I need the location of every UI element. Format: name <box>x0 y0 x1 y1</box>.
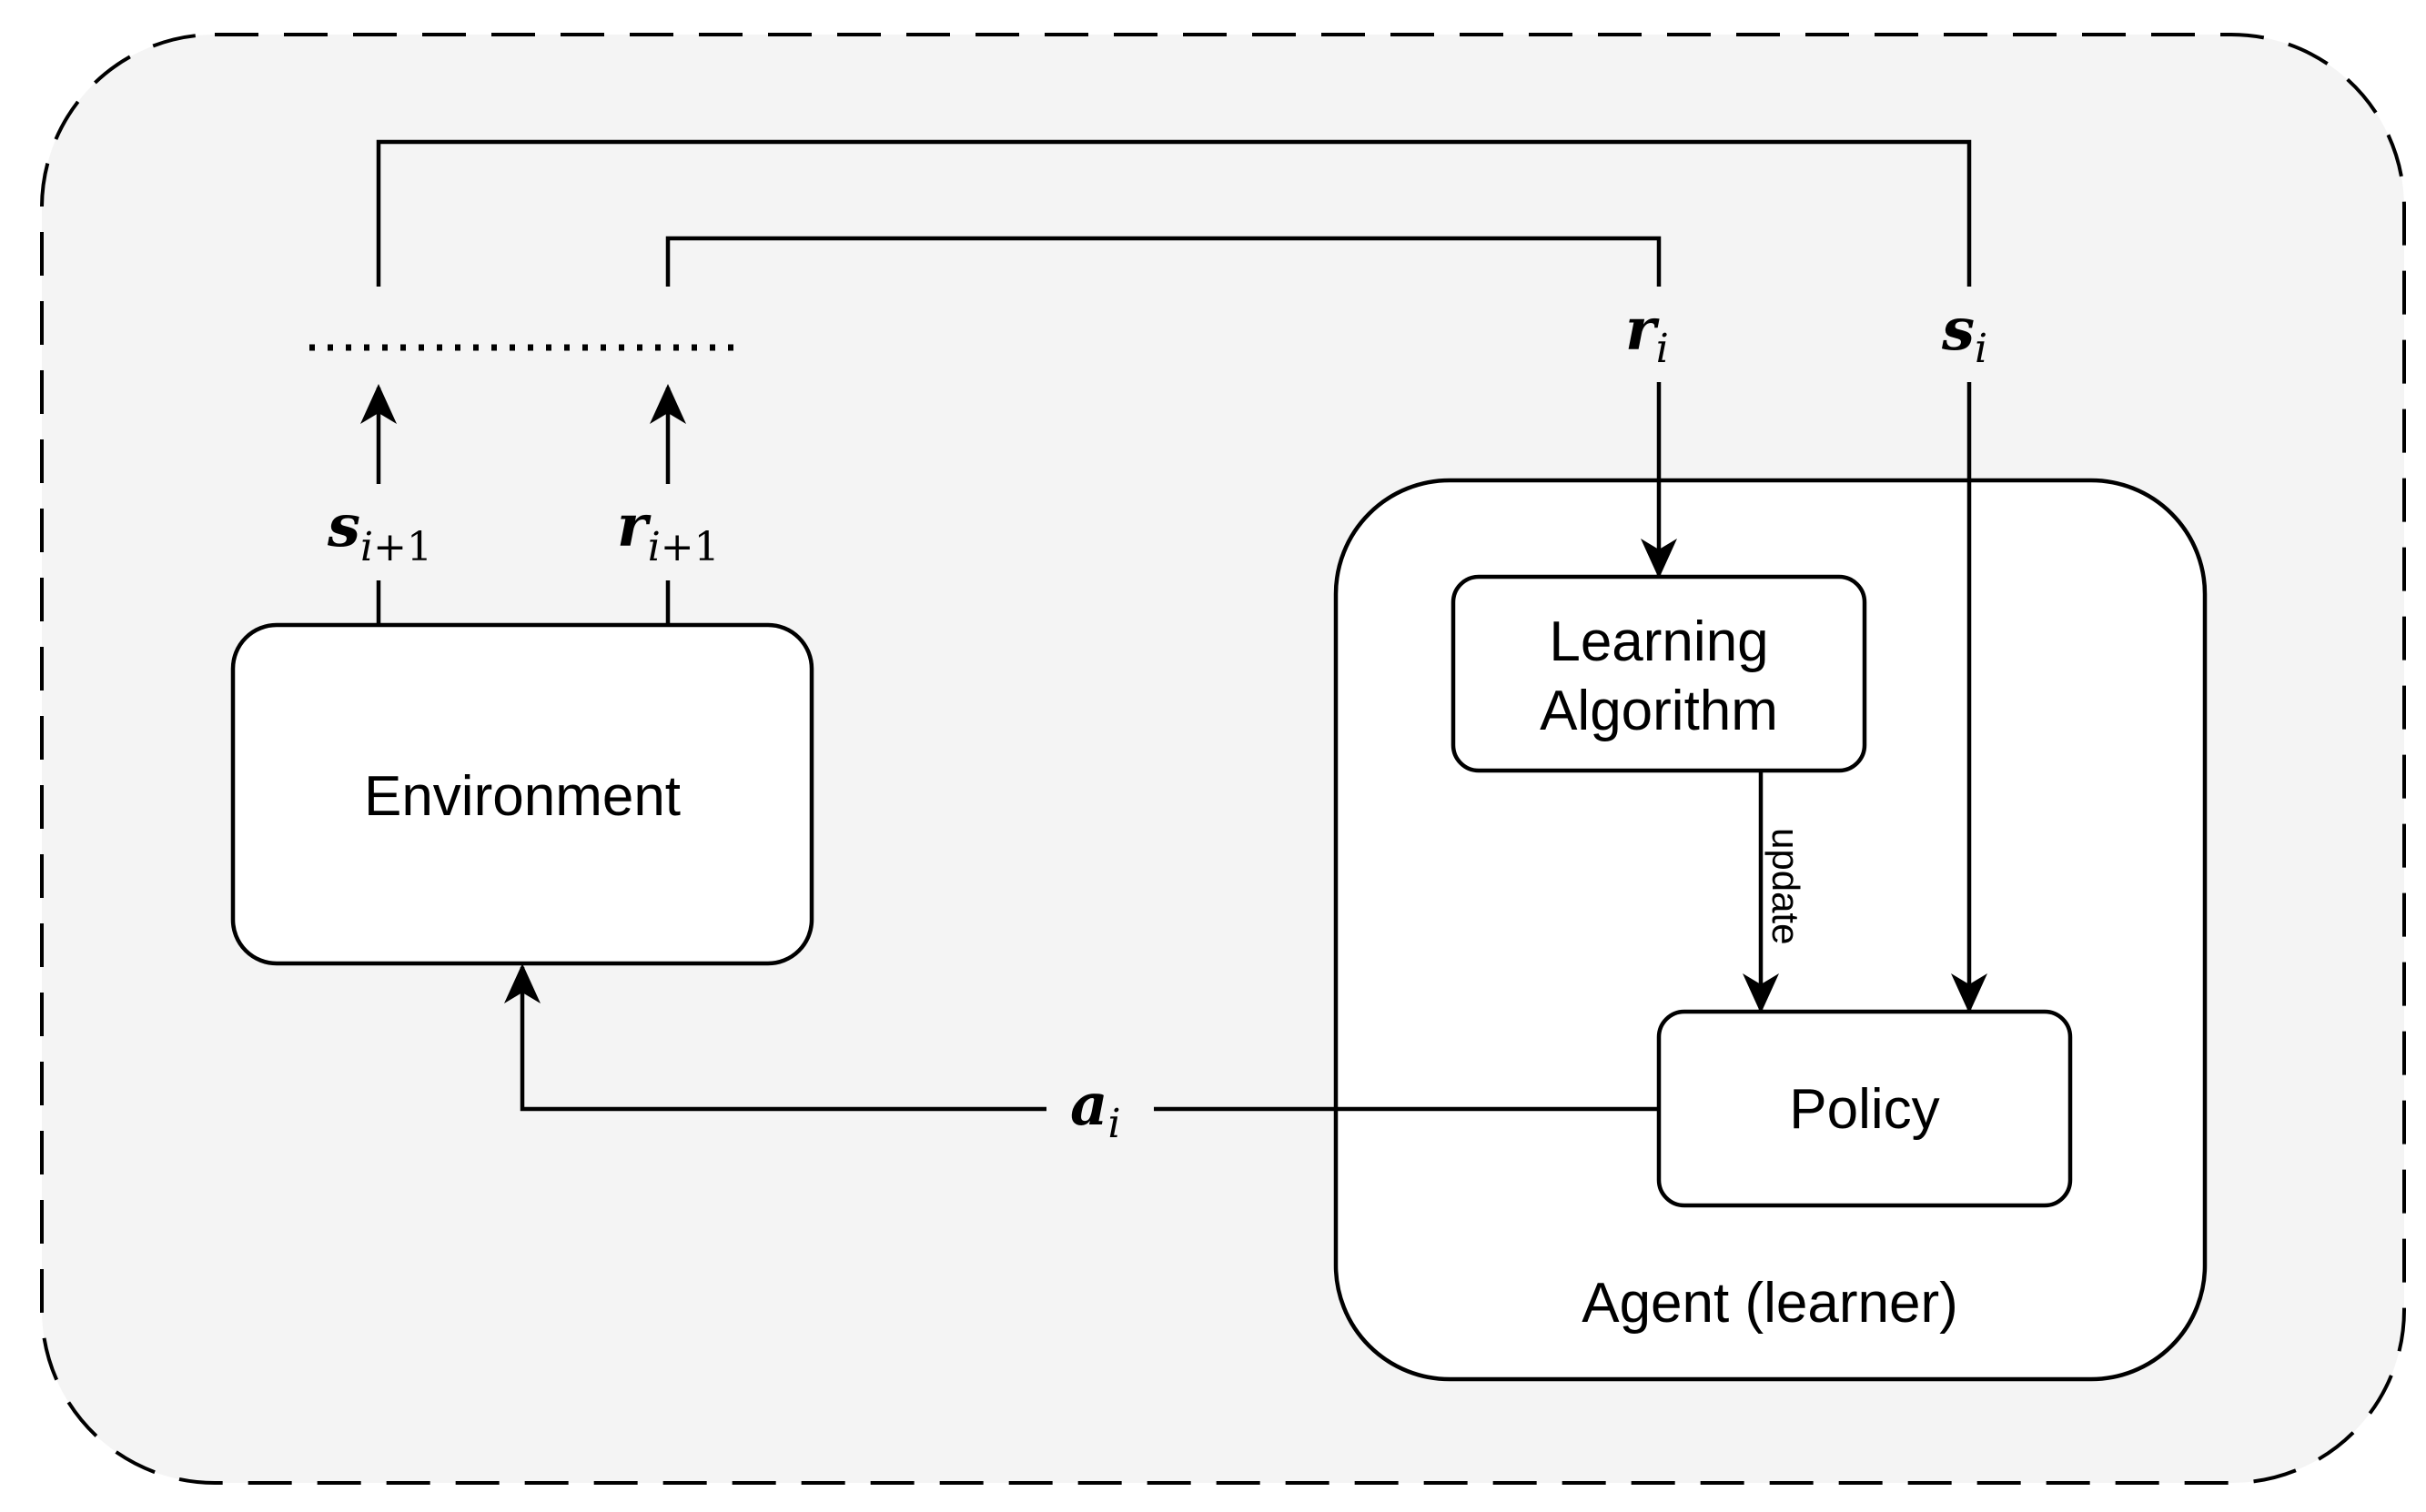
policy-label: Policy <box>1789 1078 1939 1141</box>
reward-next-label: ri+1 <box>617 492 720 570</box>
learning-algorithm-label-line1: Learning <box>1549 610 1768 673</box>
state-next-label: si+1 <box>327 492 432 570</box>
reward-feedback-line <box>665 236 1662 287</box>
update-label: update <box>1764 828 1807 944</box>
action-label: ai <box>1070 1071 1121 1147</box>
agent-label: Agent (learner) <box>1582 1272 1958 1335</box>
learning-algorithm-label-line2: Algorithm <box>1540 680 1778 742</box>
state-feedback-line <box>376 139 1972 287</box>
action-line-left <box>504 963 1046 1112</box>
state-current-label: si <box>1941 296 1987 372</box>
reward-current-label: ri <box>1625 296 1669 372</box>
environment-label: Environment <box>364 765 681 828</box>
